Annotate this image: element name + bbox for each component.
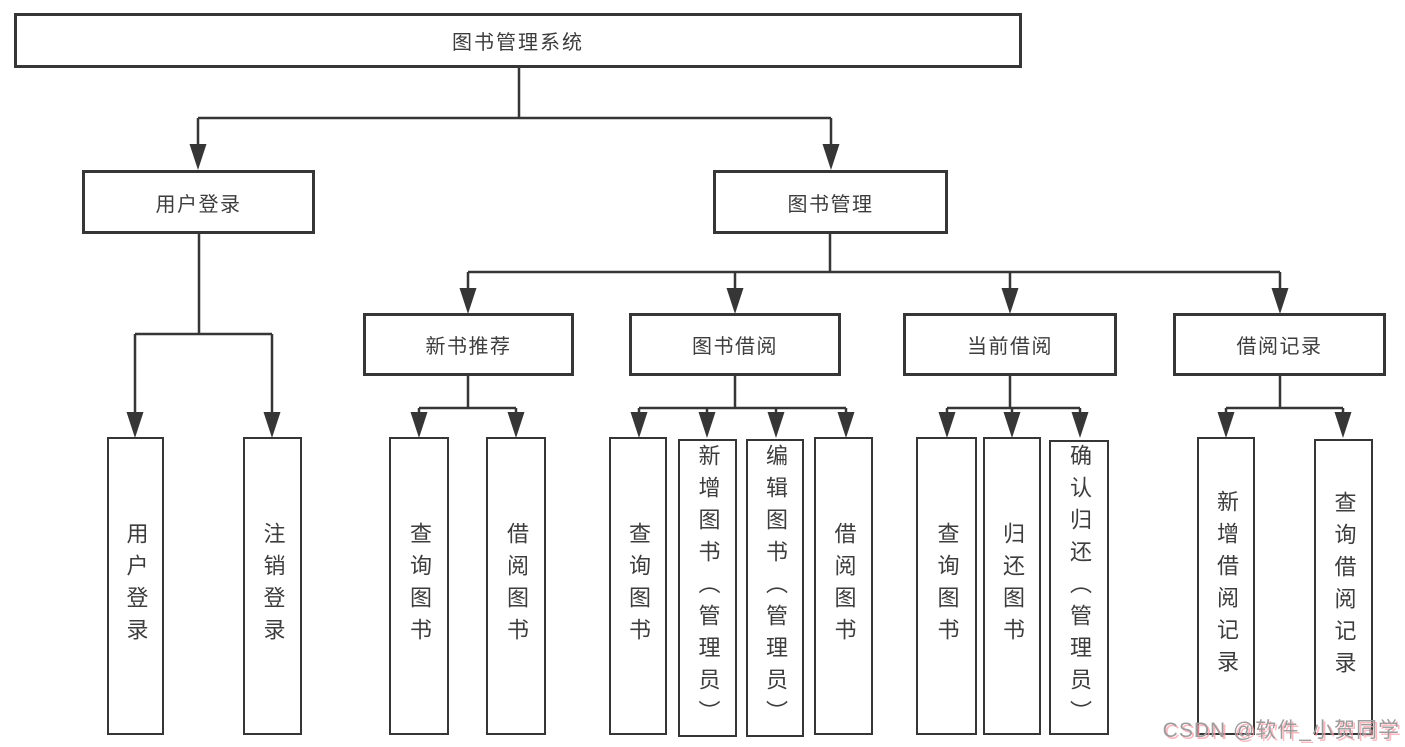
node-new-book-recommend-label: 新书推荐 (425, 336, 512, 358)
leaf-query-book-recommend: 查询图书 (389, 437, 449, 735)
leaf-user-login: 用户登录 (107, 437, 164, 735)
leaf-add-book-admin-label: 新增图书（管理员） (695, 444, 721, 732)
node-borrow-record: 借阅记录 (1173, 313, 1386, 376)
leaf-query-book-borrow-label: 查询图书 (626, 522, 651, 650)
leaf-query-book-current: 查询图书 (916, 437, 977, 735)
node-user-login: 用户登录 (82, 170, 315, 234)
leaf-borrow-book-borrow-label: 借阅图书 (831, 522, 857, 650)
leaf-user-login-label: 用户登录 (123, 522, 149, 650)
node-book-management: 图书管理 (713, 170, 948, 234)
leaf-query-book-recommend-label: 查询图书 (407, 522, 432, 650)
leaf-confirm-return-admin-label: 确认归还（管理员） (1067, 443, 1092, 732)
csdn-watermark: CSDN @软件_小贺同学 (1162, 719, 1400, 742)
node-book-borrow-label: 图书借阅 (692, 336, 778, 358)
node-current-borrow: 当前借阅 (903, 313, 1117, 376)
leaf-edit-book-admin: 编辑图书（管理员） (746, 439, 804, 737)
node-current-borrow-label: 当前借阅 (967, 336, 1053, 358)
leaf-logout-label: 注销登录 (260, 522, 286, 650)
leaf-add-borrow-record: 新增借阅记录 (1197, 437, 1255, 735)
leaf-add-book-admin: 新增图书（管理员） (678, 439, 737, 737)
node-book-management-label: 图书管理 (787, 193, 874, 216)
leaf-query-borrow-record: 查询借阅记录 (1314, 439, 1373, 735)
node-library-system-label: 图书管理系统 (452, 32, 584, 54)
leaf-add-borrow-record-label: 新增借阅记录 (1214, 490, 1239, 682)
leaf-edit-book-admin-label: 编辑图书（管理员） (763, 444, 788, 732)
leaf-borrow-book-recommend-label: 借阅图书 (504, 522, 529, 650)
leaf-return-book: 归还图书 (983, 437, 1041, 735)
leaf-borrow-book-recommend: 借阅图书 (486, 437, 546, 735)
leaf-confirm-return-admin: 确认归还（管理员） (1049, 440, 1109, 735)
leaf-logout: 注销登录 (243, 437, 302, 735)
leaf-query-book-borrow: 查询图书 (609, 437, 667, 735)
leaf-return-book-label: 归还图书 (1000, 522, 1025, 650)
node-book-borrow: 图书借阅 (629, 313, 841, 376)
node-borrow-record-label: 借阅记录 (1236, 336, 1323, 358)
leaf-borrow-book-borrow: 借阅图书 (814, 437, 873, 735)
leaf-query-book-current-label: 查询图书 (934, 522, 960, 650)
node-new-book-recommend: 新书推荐 (363, 313, 574, 376)
node-library-system: 图书管理系统 (14, 13, 1022, 68)
node-user-login-label: 用户登录 (155, 193, 242, 216)
leaf-query-borrow-record-label: 查询借阅记录 (1331, 491, 1357, 683)
